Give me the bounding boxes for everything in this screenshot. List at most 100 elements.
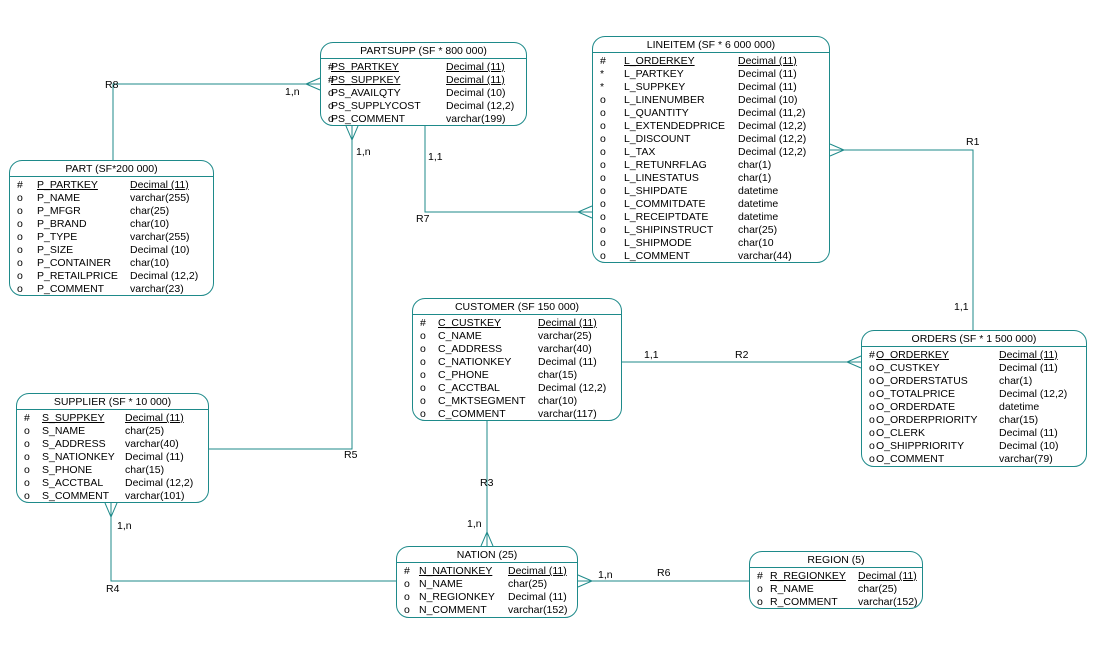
line-r5 [209,126,353,450]
attribute-type: char(25) [858,583,898,595]
attribute-name: L_SHIPMODE [624,237,692,249]
attribute-type: Decimal (10) [130,244,190,256]
attribute-marker: o [328,100,334,112]
crow-foot-r1 [829,143,846,157]
line-r4 [110,503,396,582]
attribute-name: L_RECEIPTDATE [624,211,709,223]
attribute-type: datetime [738,185,779,197]
attribute-marker: o [420,382,426,394]
attribute-type: char(10) [130,218,170,230]
attribute-type: varchar(44) [738,250,792,262]
attribute-name: S_SUPPKEY [42,412,105,424]
attribute-type: char(10 [738,237,774,249]
attribute-type: Decimal (12,2) [738,120,807,132]
attribute-marker: o [600,185,606,197]
attribute-name: N_NAME [419,578,463,590]
attribute-name: N_COMMENT [419,604,487,616]
attribute-type: Decimal (11) [858,570,917,582]
attribute-marker: o [17,218,23,230]
attribute-marker: # [328,74,334,86]
attribute-name: P_NAME [37,192,81,204]
attribute-marker: o [600,94,606,106]
attribute-name: O_ORDERSTATUS [876,375,968,387]
customer-title: CUSTOMER (SF 150 000) [413,300,621,315]
attribute-name: C_ADDRESS [438,343,503,355]
attribute-marker: o [420,343,426,355]
attribute-name: C_NAME [438,330,482,342]
attribute-name: L_EXTENDEDPRICE [624,120,725,132]
attribute-type: Decimal (12,2) [130,270,199,282]
attribute-marker: # [869,349,875,361]
attribute-name: L_SHIPINSTRUCT [624,224,714,236]
attribute-marker: o [869,362,875,374]
attribute-type: varchar(255) [130,231,190,243]
attribute-type: Decimal (11) [125,412,184,424]
attribute-name: S_ACCTBAL [42,477,104,489]
attribute-name: PS_SUPPLYCOST [331,100,421,112]
rel-label-r7: R7 [416,213,430,225]
attribute-name: L_COMMENT [624,250,690,262]
attribute-name: S_NATIONKEY [42,451,115,463]
attribute-type: datetime [738,211,779,223]
attribute-marker: o [328,87,334,99]
attribute-marker: o [869,388,875,400]
attribute-row: # S_SUPPKEY Decimal (11) [17,412,208,425]
crow-foot-r7 [576,205,593,219]
attribute-type: Decimal (10) [999,440,1059,452]
attribute-type: Decimal (11) [446,74,505,86]
attribute-marker: # [17,179,23,191]
attribute-type: Decimal (10) [446,87,506,99]
rel-card-r5: 1,n [356,146,371,158]
attribute-name: P_BRAND [37,218,87,230]
attribute-name: L_ORDERKEY [624,55,695,67]
attribute-marker: o [17,257,23,269]
crow-foot-r6 [577,574,594,588]
attribute-name: P_TYPE [37,231,78,243]
attribute-type: Decimal (12,2) [999,388,1068,400]
attribute-marker: o [17,244,23,256]
rel-label-r1: R1 [966,136,980,148]
attribute-name: O_CLERK [876,427,926,439]
attribute-type: char(25) [125,425,165,437]
attribute-marker: # [24,412,30,424]
attribute-type: char(25) [738,224,778,236]
attribute-type: char(1) [738,159,772,171]
attribute-type: Decimal (12,2) [538,382,607,394]
attribute-marker: o [420,408,426,420]
attribute-marker: o [600,172,606,184]
attribute-marker: o [404,591,410,603]
attribute-name: O_TOTALPRICE [876,388,955,400]
attribute-marker: # [404,565,410,577]
attribute-name: L_LINENUMBER [624,94,705,106]
rel-label-r8: R8 [105,79,119,91]
